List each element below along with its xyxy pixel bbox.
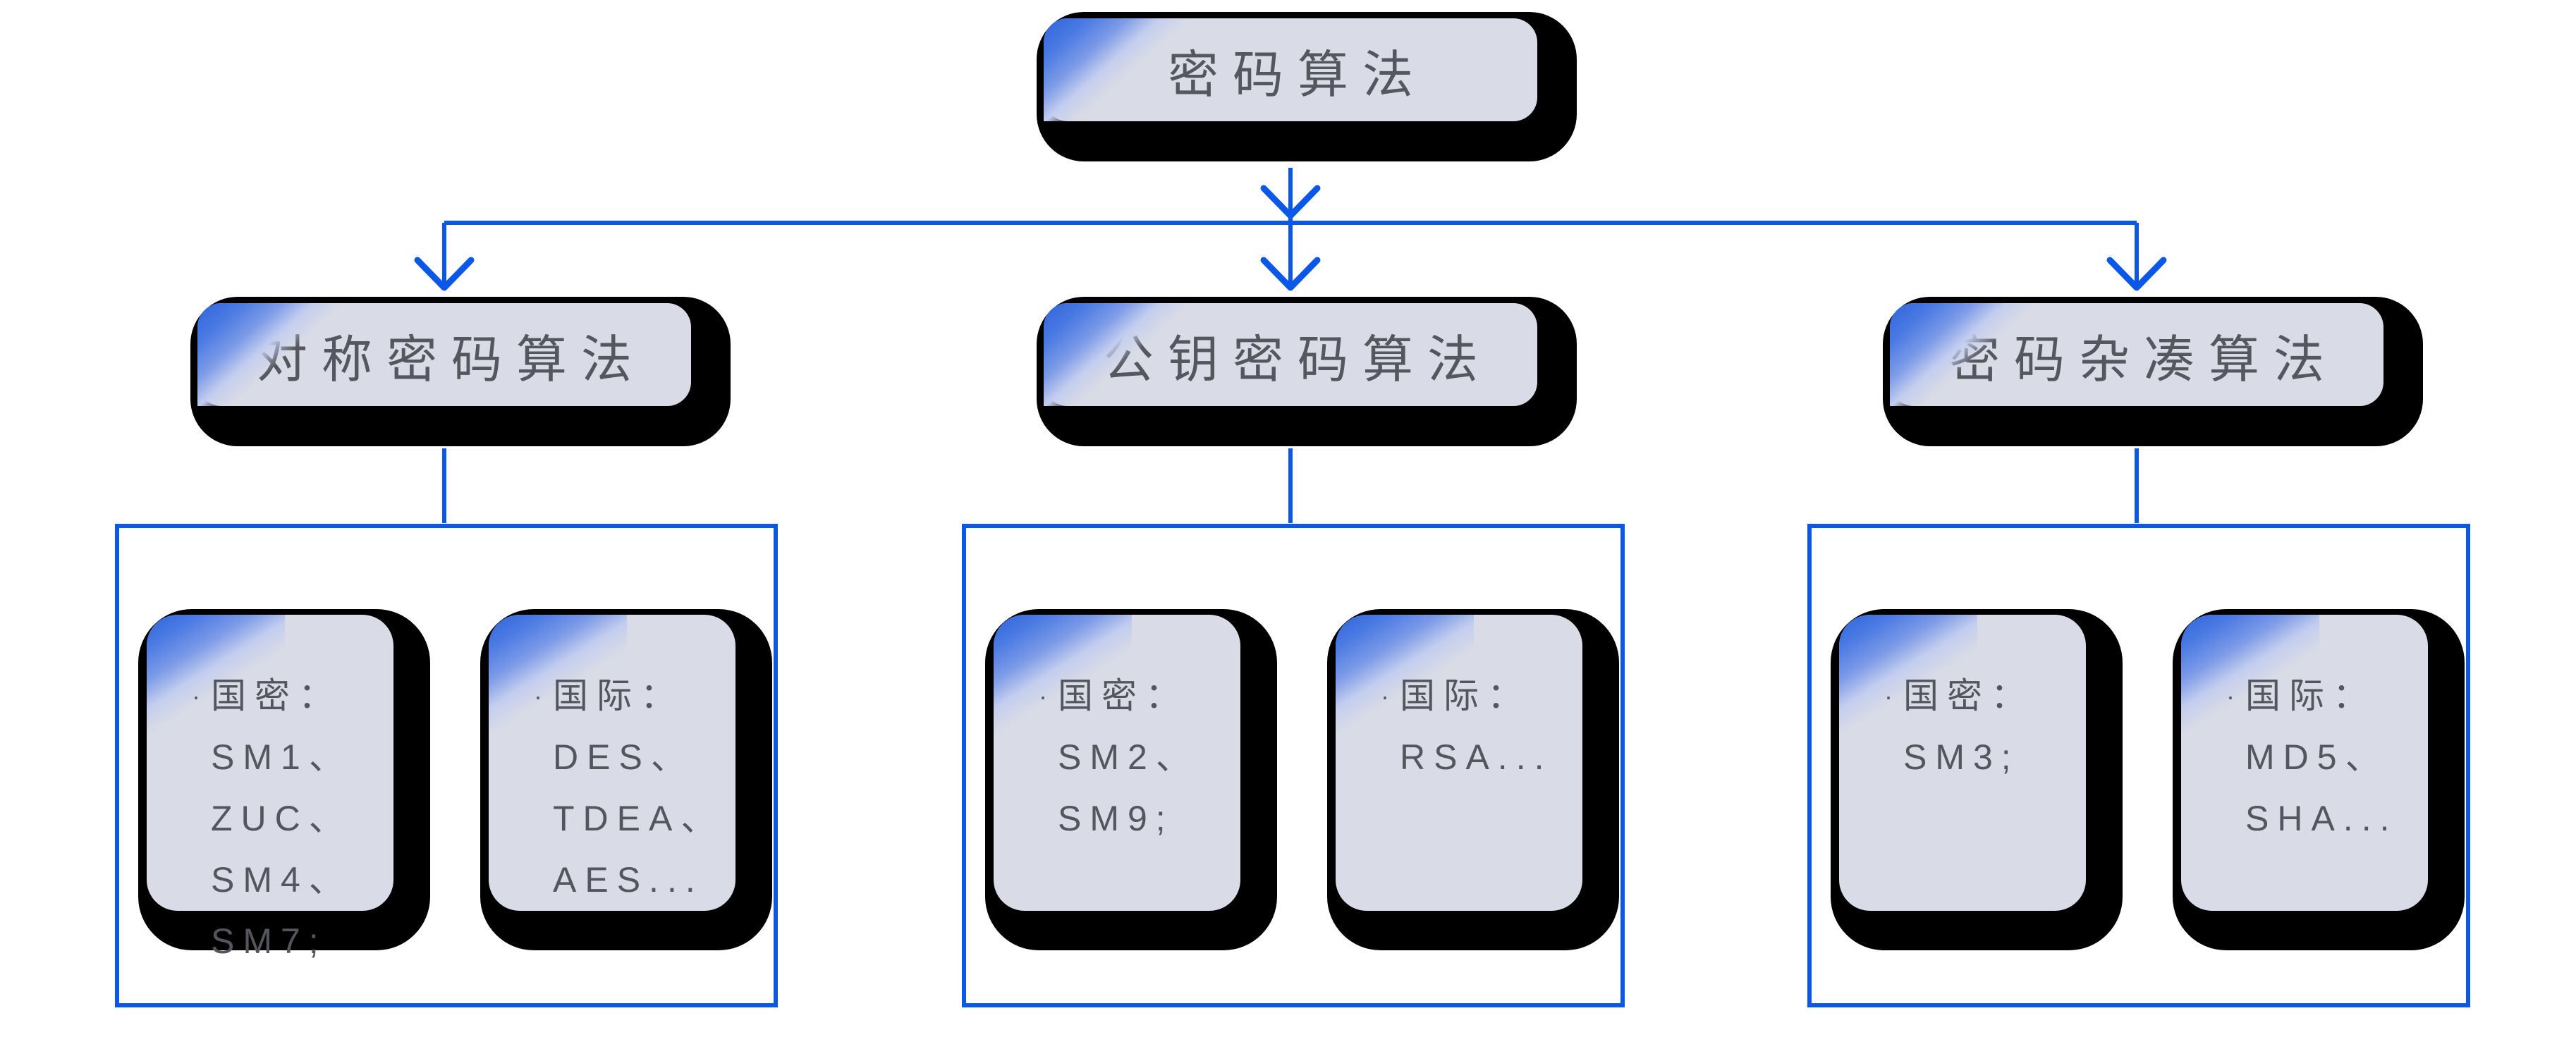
group-symmetric: · 国密： SM1、 ZUC、 SM4、 SM7; · 国际： DES、 TDEA、 AES.… [115, 524, 778, 1007]
algo-line: RSA... [1400, 737, 1553, 777]
algo-line: SM7; [211, 921, 327, 961]
algo-list: DES、 TDEA、 AES... [534, 727, 728, 911]
algo-list: RSA... [1381, 727, 1575, 788]
bullet-dot: · [1884, 682, 1893, 711]
node-symmetric: 对称密码算法 [197, 303, 691, 406]
node-public-key-label: 公钥密码算法 [1102, 331, 1492, 388]
card-text: · 国际： DES、 TDEA、 AES... [489, 615, 735, 911]
arrowhead-left-icon [414, 257, 475, 291]
node-symmetric-label: 对称密码算法 [256, 331, 646, 388]
algo-line: SM9; [1058, 799, 1174, 838]
card-public-key-domestic: · 国密： SM2、 SM9; [994, 615, 1240, 911]
card-heading: 国密： [1058, 676, 1189, 716]
bullet-dot: · [1039, 682, 1047, 711]
card-heading: 国际： [553, 676, 684, 716]
card-public-key-international: · 国际： RSA... [1336, 615, 1582, 911]
card-heading: 国密： [1903, 676, 2034, 716]
algo-line: ZUC、 [211, 799, 353, 838]
card-text: · 国密： SM1、 ZUC、 SM4、 SM7; [147, 615, 393, 972]
algo-line: MD5、 [2245, 737, 2389, 777]
card-text: · 国际： MD5、 SHA... [2181, 615, 2428, 849]
arrowhead-middle-icon [1260, 257, 1321, 291]
node-hash: 密码杂凑算法 [1890, 303, 2383, 406]
algo-line: DES、 [553, 737, 695, 777]
bullet-dot: · [1381, 682, 1389, 711]
node-public-key: 公钥密码算法 [1044, 303, 1537, 406]
algo-line: AES... [553, 860, 704, 900]
node-hash-label: 密码杂凑算法 [1948, 331, 2338, 388]
arrowhead-root-icon [1260, 185, 1321, 219]
group-hash: · 国密： SM3; · 国际： MD5、 SHA... [1807, 524, 2470, 1007]
card-heading: 国密： [211, 676, 342, 716]
card-symmetric-international: · 国际： DES、 TDEA、 AES... [489, 615, 735, 911]
card-text: · 国密： SM2、 SM9; [994, 615, 1240, 849]
bullet-dot: · [534, 682, 542, 711]
card-heading: 国际： [1400, 676, 1531, 716]
algo-list: SM1、 ZUC、 SM4、 SM7; [192, 727, 386, 972]
card-text: · 国际： RSA... [1336, 615, 1582, 788]
bullet-dot: · [2226, 682, 2235, 711]
group-public-key: · 国密： SM2、 SM9; · 国际： RSA... [962, 524, 1625, 1007]
card-text: · 国密： SM3; [1839, 615, 2086, 788]
algo-list: MD5、 SHA... [2226, 727, 2421, 849]
node-root-label: 密码算法 [1167, 47, 1427, 104]
algo-list: SM3; [1884, 727, 2079, 788]
card-hash-international: · 国际： MD5、 SHA... [2181, 615, 2428, 911]
algo-line: SM3; [1903, 737, 2020, 777]
card-hash-domestic: · 国密： SM3; [1839, 615, 2086, 911]
algo-list: SM2、 SM9; [1039, 727, 1233, 849]
algo-line: SM4、 [211, 860, 353, 900]
node-root: 密码算法 [1044, 18, 1537, 121]
card-heading: 国际： [2245, 676, 2376, 716]
algo-line: SM1、 [211, 737, 353, 777]
algo-line: SM2、 [1058, 737, 1200, 777]
algo-line: TDEA、 [553, 799, 725, 838]
algo-line: SHA... [2245, 799, 2398, 838]
arrowhead-right-icon [2106, 257, 2167, 291]
bullet-dot: · [192, 682, 200, 711]
card-symmetric-domestic: · 国密： SM1、 ZUC、 SM4、 SM7; [147, 615, 393, 961]
